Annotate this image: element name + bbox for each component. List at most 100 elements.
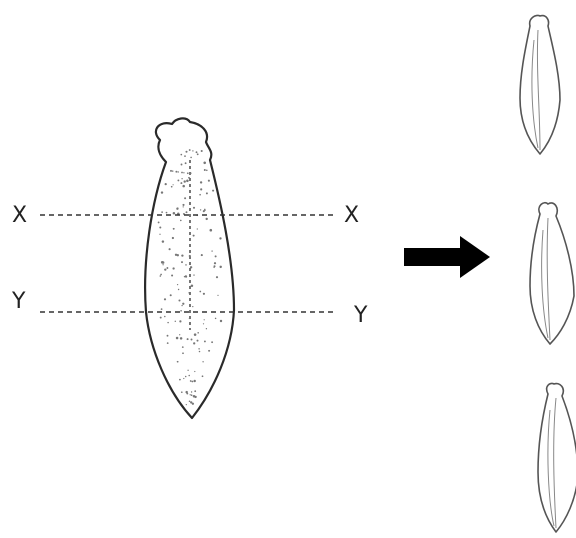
stipple-dot [216,276,218,278]
stipple-dot [171,186,173,188]
stipple-dot [211,250,212,251]
stipple-dot [188,375,190,377]
stipple-dot [175,171,177,173]
stipple-dot [200,209,201,210]
stipple-dot [177,207,179,209]
stipple-dot [191,394,193,396]
stipple-dot [202,375,204,377]
stipple-dot [184,155,186,157]
stipple-dot [191,402,192,403]
stipple-dot [219,266,221,268]
stipple-dot [167,342,169,344]
stipple-dot [215,255,217,257]
stipple-dot [190,380,192,382]
stipple-dot [184,276,186,278]
stipple-dot [164,268,166,270]
stipple-dot [177,254,179,256]
stipple-dot [194,371,195,372]
stipple-dot [191,391,192,392]
stipple-dot [189,401,191,403]
stipple-dot [180,182,182,184]
stipple-dot [183,378,184,379]
stipple-dot [189,255,191,257]
stipple-dot [185,391,187,393]
stipple-dot [194,333,197,336]
stipple-dot [200,181,202,183]
stipple-dot [208,180,210,182]
stipple-dot [172,267,174,269]
stipple-dot [204,209,206,211]
stipple-dot [197,153,199,155]
stipple-dot [182,346,184,348]
stipple-dot [164,316,166,318]
stipple-dot [204,169,206,171]
stipple-dot [171,274,173,276]
stipple-dot [176,337,179,340]
stipple-dot [175,321,176,322]
arrow-right-icon [404,236,490,278]
stipple-dot [161,308,163,310]
stipple-dot [188,292,189,293]
stipple-dot [178,299,180,301]
stipple-dot [180,154,182,156]
stipple-dot [177,284,178,285]
stipple-dot [185,264,187,266]
stipple-dot [213,267,214,268]
stipple-dot [186,404,187,405]
stipple-dot [185,376,187,378]
stipple-dot [202,361,203,362]
stipple-dot [185,162,187,164]
stipple-dot [192,150,193,151]
stipple-dot [192,403,194,405]
stipple-dot [186,180,189,183]
stipple-dot [197,228,198,229]
stipple-dot [206,218,208,220]
stipple-dot [203,162,206,165]
stipple-dot [185,276,187,278]
cut-label-y-right: Y [353,303,368,328]
stipple-dot [220,320,222,322]
stipple-dot [167,335,169,337]
regenerated-worm-middle [530,203,574,344]
stipple-dot [189,318,190,319]
stipple-dot [190,157,192,159]
stipple-dot [203,210,205,212]
stipple-dot [214,262,216,264]
stipple-dot [184,180,186,182]
stipple-dot [170,294,172,296]
stipple-dot [194,390,196,392]
stipple-dot [182,204,184,206]
stipple-dot [170,170,172,172]
stipple-dot [179,334,180,335]
stipple-dot [193,342,195,344]
stipple-dot [196,151,198,153]
stipple-dot [201,254,203,256]
stipple-dot [206,328,207,329]
stipple-dot [212,190,214,192]
stipple-dot [189,149,191,151]
stipple-dot [187,370,188,371]
stipple-dot [219,237,221,239]
stipple-dot [204,319,205,320]
stipple-dot [198,348,199,349]
cut-label-y-left: Y [11,289,26,314]
regenerated-worm-top [520,15,560,154]
stipple-dot [188,177,190,179]
stipple-dot [203,293,205,295]
stipple-dot [165,183,167,185]
stipple-dot [204,340,206,342]
stipple-dot [210,229,213,232]
stipple-dot [215,318,217,320]
regenerated-worm-bottom [538,383,576,532]
stipple-dot [181,305,182,306]
stipple-dot [161,261,164,264]
stipple-dot [199,291,201,293]
stipple-dot [191,339,193,341]
stipple-dot [197,340,199,342]
stipple-dot [166,267,168,269]
stipple-dot [172,170,173,171]
stipple-dot [181,254,183,256]
stipple-dot [182,185,185,188]
stipple-dot [201,150,203,152]
